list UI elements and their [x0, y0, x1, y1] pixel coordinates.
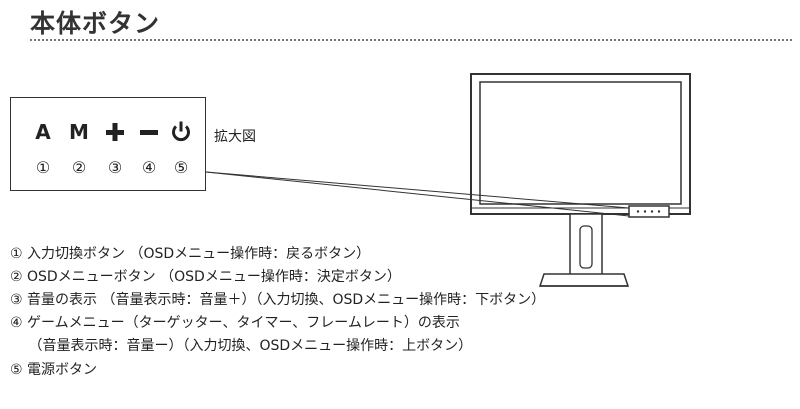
button-m-symbol: M: [69, 120, 89, 144]
zoom-label: 拡大図: [214, 129, 256, 145]
button-a-symbol: A: [35, 120, 51, 144]
button-plus-symbol: [103, 120, 127, 149]
description-line-5: （音量表示時：音量ー）（入力切換、OSDメニュー操作時：上ボタン）: [10, 338, 473, 354]
title-divider: [30, 39, 792, 41]
description-line-2: ② OSDメニューボタン （OSDメニュー操作時：決定ボタン）: [10, 269, 401, 285]
description-line-1: ① 入力切換ボタン （OSDメニュー操作時：戻るボタン）: [10, 246, 371, 262]
button-number-3: ③: [107, 158, 123, 177]
description-line-4: ④ ゲームメニュー（ターゲッター、タイマー、フレームレート）の表示: [10, 315, 460, 331]
plus-icon: [106, 123, 124, 141]
button-number-5: ⑤: [173, 158, 189, 177]
button-minus-symbol: [137, 120, 161, 149]
button-number-1: ①: [35, 158, 51, 177]
button-power-symbol: [169, 120, 193, 149]
button-number-4: ④: [141, 158, 157, 177]
button-number-2: ②: [71, 158, 87, 177]
description-line-6: ⑤ 電源ボタン: [10, 362, 98, 378]
button-zoom-box: A M ① ② ③ ④ ⑤: [10, 97, 206, 191]
description-line-3: ③ 音量の表示 （音量表示時：音量＋）（入力切換、OSDメニュー操作時：下ボタン…: [10, 292, 546, 308]
minus-icon: [140, 130, 158, 135]
power-icon: [172, 121, 190, 142]
page-title: 本体ボタン: [30, 9, 161, 38]
